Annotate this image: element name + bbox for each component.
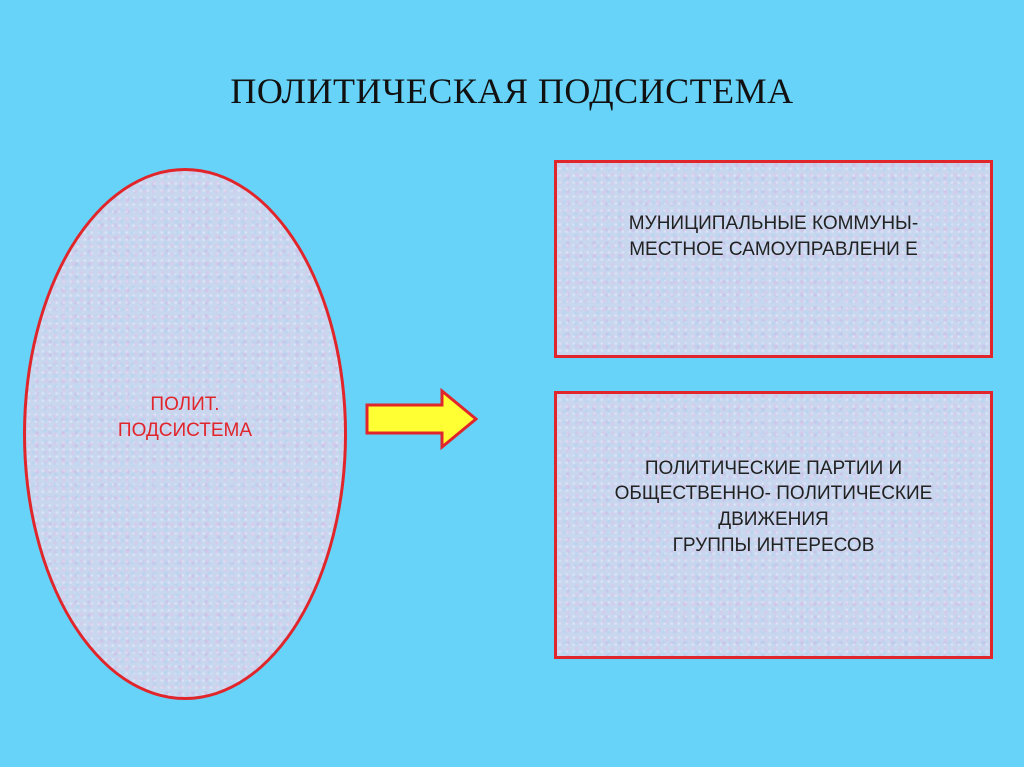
box-bottom-line: ПОЛИТИЧЕСКИЕ ПАРТИИ И (644, 457, 903, 479)
box-bottom-line: ДВИЖЕНИЯ (718, 509, 829, 530)
political-subsystem-ellipse: ПОЛИТ. ПОДСИСТЕМА (23, 168, 347, 700)
slide-title: ПОЛИТИЧЕСКАЯ ПОДСИСТЕМА (230, 71, 794, 111)
right-arrow-icon (365, 388, 479, 450)
box-bottom-line: ОБЩЕСТВЕННО- ПОЛИТИЧЕСКИЕ (614, 483, 933, 505)
ellipse-label-line: ПОЛИТ. (150, 394, 220, 416)
box-bottom-text: ПОЛИТИЧЕСКИЕ ПАРТИИ И ОБЩЕСТВЕННО- ПОЛИТ… (615, 456, 933, 559)
political-parties-box: ПОЛИТИЧЕСКИЕ ПАРТИИ И ОБЩЕСТВЕННО- ПОЛИТ… (554, 391, 993, 659)
box-top-line: МЕСТНОЕ САМОУПРАВЛЕНИ Е (629, 239, 918, 260)
box-bottom-line: ГРУППЫ ИНТЕРЕСОВ (672, 534, 875, 556)
box-top-line: МУНИЦИПАЛЬНЫЕ КОММУНЫ- (628, 213, 919, 235)
ellipse-label-line: ПОДСИСТЕМА (117, 420, 253, 441)
box-top-text: МУНИЦИПАЛЬНЫЕ КОММУНЫ- МЕСТНОЕ САМОУПРАВ… (629, 211, 918, 262)
municipal-communes-box: МУНИЦИПАЛЬНЫЕ КОММУНЫ- МЕСТНОЕ САМОУПРАВ… (554, 160, 993, 358)
ellipse-label: ПОЛИТ. ПОДСИСТЕМА (118, 392, 252, 443)
